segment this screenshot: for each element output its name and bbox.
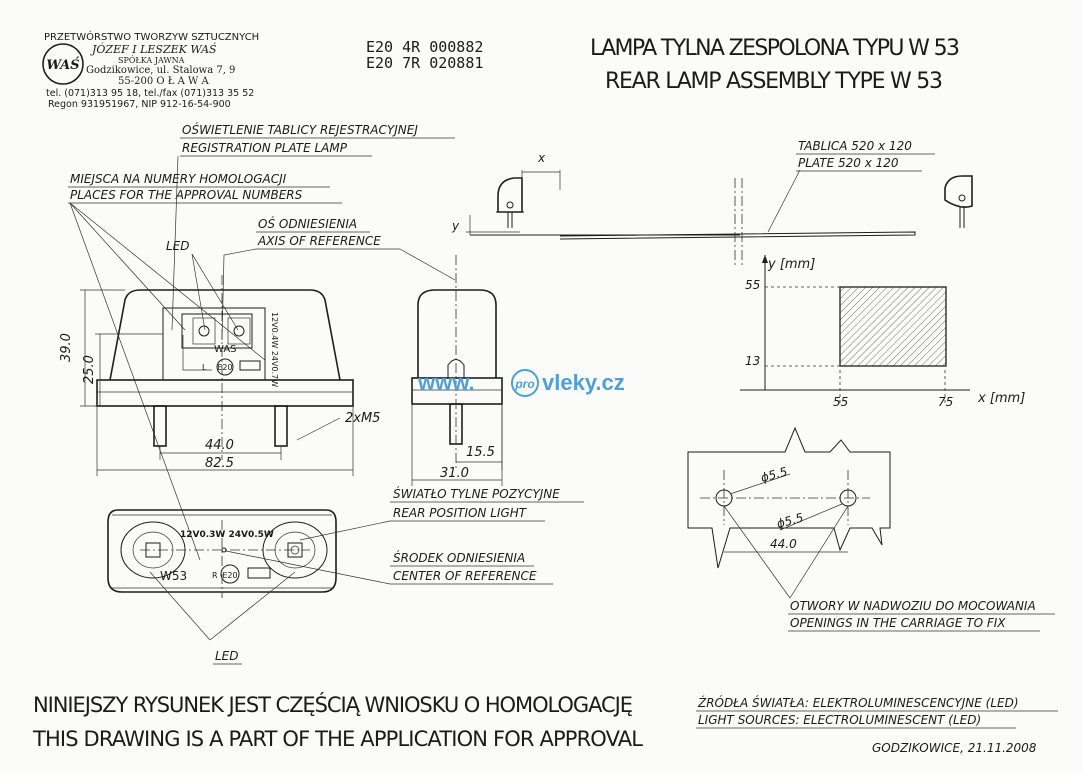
company-owners: JÓZEF I LESZEK WAŚ — [90, 42, 217, 56]
mounting-sketch: x y TABLICA 520 x 120 PLATE 520 x 120 — [451, 139, 973, 265]
company-street: Godzikowice, ul. Stalowa 7, 9 — [86, 65, 235, 76]
watermark-suffix: vleky.cz — [542, 370, 625, 395]
footer-pl: NINIEJSZY RYSUNEK JEST CZĘŚCIĄ WNIOSKU O… — [33, 692, 633, 717]
company-phone: tel. (071)313 95 18, tel./fax (071)313 3… — [46, 88, 254, 99]
lamp-prefix-l: L — [202, 363, 207, 372]
label-sources-en: LIGHT SOURCES: ELECTROLUMINESCENT (LED) — [698, 713, 981, 727]
dim-side-15: 15.5 — [466, 445, 495, 460]
company-stamp: WAŚ PRZETWÓRSTWO TWORZYW SZTUCZNYCH JÓZE… — [42, 30, 259, 110]
plot-y-tick-55: 55 — [745, 278, 760, 292]
watermark: www. pro vleky.cz — [417, 369, 625, 397]
dim-side-31: 31.0 — [440, 466, 469, 481]
plot-hatched-area — [839, 286, 947, 367]
lamp-model: W53 — [160, 569, 187, 583]
lamp-rating: 12V0.4W 24V0.7W — [270, 312, 279, 387]
label-plate-lamp-en: REGISTRATION PLATE LAMP — [182, 141, 348, 155]
plot-y-tick-13: 13 — [745, 354, 760, 368]
label-center-pl: ŚRODEK ODNIESIENIA — [393, 550, 525, 565]
side-view: 15.5 31.0 — [411, 255, 503, 486]
lamp-e-mark: E20 — [217, 363, 232, 372]
dim-hole-distance: 44.0 — [770, 537, 797, 551]
label-plate-en: PLATE 520 x 120 — [798, 156, 899, 170]
label-approval-places-pl: MIEJSCA NA NUMERY HOMOLOGACJI — [70, 172, 287, 186]
label-openings-en: OPENINGS IN THE CARRIAGE TO FIX — [790, 616, 1006, 630]
openings-sketch: ϕ5.5 ϕ5.5 44.0 — [687, 426, 891, 599]
lamp-brand: WAS — [214, 344, 237, 355]
label-plate-lamp-pl: OŚWIETLENIE TABLICY REJESTRACYJNEJ — [182, 122, 418, 137]
dim-hole-1: ϕ5.5 — [759, 464, 789, 485]
approval-number-2: E20 7R 020881 — [366, 54, 483, 72]
bottom-view: 12V0.3W 24V0.5W W53 R E20 — [107, 509, 337, 598]
lamp-e-mark-bottom: E20 — [222, 571, 237, 580]
dim-height-39: 39.0 — [59, 333, 74, 362]
label-led-top: LED — [166, 239, 190, 253]
company-form: SPÓŁKA JAWNA — [118, 56, 185, 65]
label-center-en: CENTER OF REFERENCE — [393, 569, 537, 583]
dim-hole-2: ϕ5.5 — [775, 510, 805, 531]
visibility-plot: y [mm] x [mm] 55 13 55 75 — [740, 255, 1025, 409]
mark-y: y — [451, 219, 460, 233]
approval-number-1: E20 4R 000882 — [366, 38, 483, 56]
watermark-badge: pro — [514, 377, 534, 391]
title-pl: LAMPA TYLNA ZESPOLONA TYPU W 53 — [590, 36, 960, 61]
label-plate-pl: TABLICA 520 x 120 — [798, 139, 912, 153]
company-name: PRZETWÓRSTWO TWORZYW SZTUCZNYCH — [44, 30, 259, 43]
label-approval-places-en: PLACES FOR THE APPROVAL NUMBERS — [70, 188, 303, 202]
label-led-bottom: LED — [215, 649, 239, 663]
dim-width-82: 82.5 — [205, 456, 234, 471]
label-sources-pl: ŹRÓDŁA ŚWIATŁA: ELEKTROLUMINESCENCYJNE (… — [697, 695, 1019, 710]
label-axis-en: AXIS OF REFERENCE — [257, 234, 381, 248]
label-rear-light-pl: ŚWIATŁO TYLNE POZYCYJNE — [393, 486, 560, 501]
label-openings-pl: OTWORY W NADWOZIU DO MOCOWANIA — [790, 599, 1036, 613]
front-view: WAS L E20 12V0.4W 24V0.7W 39.0 25.0 44.0… — [59, 275, 380, 476]
plot-x-tick-75: 75 — [938, 395, 953, 409]
lamp-prefix-r: R — [212, 571, 218, 580]
drawing-date: GODZIKOWICE, 21.11.2008 — [872, 741, 1037, 755]
label-rear-light-en: REAR POSITION LIGHT — [393, 506, 528, 520]
lamp-rating-bottom: 12V0.3W 24V0.5W — [180, 530, 274, 540]
plot-y-label: y [mm] — [767, 257, 815, 272]
company-regon: Regon 931951967, NIP 912-16-54-900 — [48, 99, 231, 110]
watermark-prefix: www. — [417, 370, 475, 395]
title-en: REAR LAMP ASSEMBLY TYPE W 53 — [605, 69, 943, 94]
dim-thread: 2xM5 — [345, 411, 380, 426]
mark-x: x — [537, 151, 546, 165]
company-logo-letters: WAŚ — [46, 56, 80, 73]
plot-x-label: x [mm] — [977, 391, 1025, 406]
company-city: 55-200 O Ł A W A — [118, 76, 209, 87]
dim-height-25: 25.0 — [82, 355, 97, 384]
label-axis-pl: OŚ ODNIESIENIA — [258, 216, 357, 231]
company-logo — [42, 43, 84, 85]
plot-x-tick-55: 55 — [833, 395, 848, 409]
footer-en: THIS DRAWING IS A PART OF THE APPLICATIO… — [32, 727, 643, 751]
dim-width-44: 44.0 — [205, 438, 234, 453]
